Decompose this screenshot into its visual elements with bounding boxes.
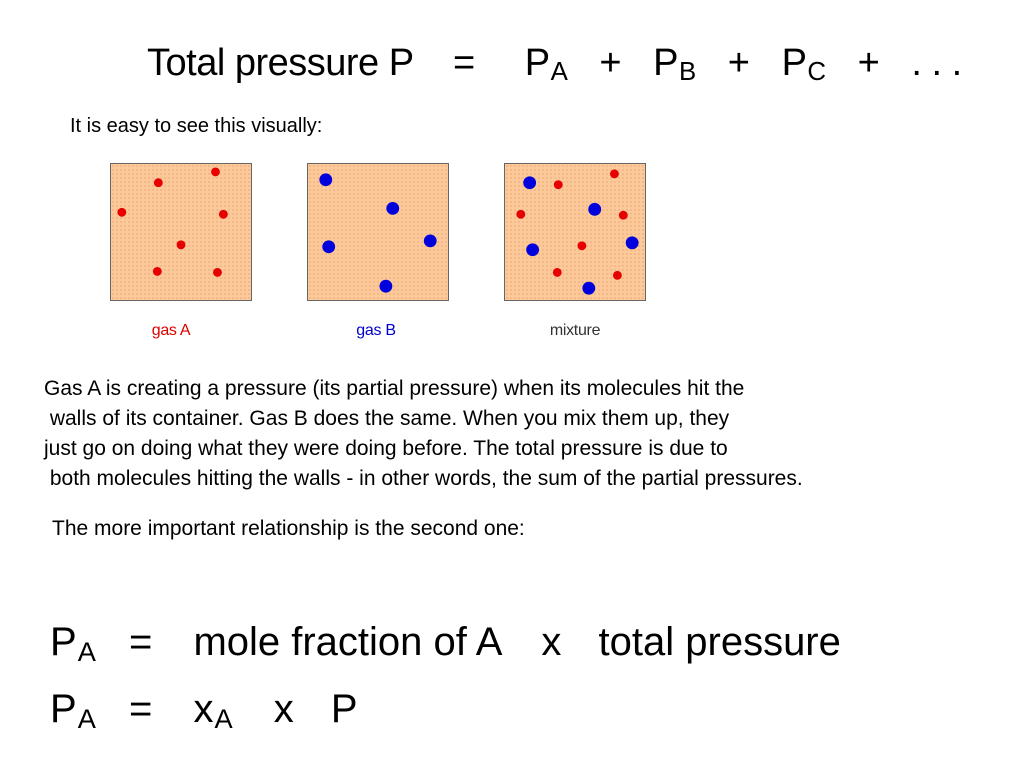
- partial-pressure-formula-words: PA = mole fraction of A x total pressure: [50, 620, 841, 667]
- ellipsis: . . .: [911, 42, 962, 84]
- formula1-times: x: [541, 620, 562, 664]
- formula1-total-pressure: total pressure: [598, 620, 841, 664]
- gas-b-molecule: [423, 234, 437, 248]
- term-pa: PA: [524, 42, 568, 86]
- gas-b-molecule: [322, 240, 336, 254]
- formula2-total-pressure-p: P: [330, 687, 358, 731]
- gas-a-molecule: [218, 209, 228, 219]
- partial-pressure-formula-symbols: PA = xA x P: [50, 687, 358, 734]
- gas-a-molecule: [612, 270, 622, 280]
- relationship-text: The more important relationship is the s…: [52, 517, 525, 540]
- gas-b-molecule: [625, 236, 639, 250]
- intro-text: It is easy to see this visually:: [70, 115, 323, 137]
- formula2-times: x: [273, 687, 294, 731]
- explanation-line: both molecules hitting the walls - in ot…: [44, 467, 803, 490]
- total-pressure-equation: Total pressure P = PA + PB + PC + . . .: [147, 42, 962, 86]
- term-pb: PB: [653, 42, 696, 86]
- explanation-line: just go on doing what they were doing be…: [44, 437, 728, 460]
- gas-a-molecule: [577, 241, 587, 251]
- gas-a-panel: [110, 163, 252, 301]
- formula1-mole-fraction: mole fraction of A: [193, 620, 501, 664]
- total-pressure-label: Total pressure P: [147, 42, 413, 84]
- gas-a-molecule: [213, 267, 222, 277]
- gas-a-molecule: [552, 267, 562, 277]
- gas-b-molecules: [319, 173, 437, 293]
- gas-a-molecule: [152, 266, 162, 276]
- gas-a-molecule: [211, 167, 220, 177]
- formula1-pa: PA: [50, 620, 96, 667]
- explanation-line: Gas A is creating a pressure (its partia…: [44, 377, 745, 400]
- gas-a-molecules: [117, 167, 228, 277]
- explanation-paragraph: Gas A is creating a pressure (its partia…: [44, 374, 803, 494]
- gas-a-molecule: [618, 210, 628, 220]
- gas-b-molecule: [523, 176, 537, 190]
- gas-a-molecule: [117, 207, 127, 217]
- formula2-pa: PA: [50, 687, 96, 734]
- gas-b-caption: gas B: [356, 322, 396, 339]
- mixture-molecules: [516, 169, 639, 295]
- formula2-equals: =: [128, 687, 153, 731]
- gas-a-molecule: [553, 180, 563, 190]
- gas-b-molecule: [379, 279, 393, 293]
- equals-sign: =: [452, 42, 475, 84]
- mixture-panel: [504, 163, 646, 301]
- plus-sign: +: [857, 42, 880, 84]
- gas-a-molecule: [516, 209, 526, 219]
- formula1-equals: =: [128, 620, 153, 664]
- gas-b-molecule: [582, 281, 596, 295]
- plus-sign: +: [599, 42, 622, 84]
- gas-b-molecule: [386, 201, 400, 215]
- formula2-xa: xA: [193, 687, 233, 734]
- explanation-line: walls of its container. Gas B does the s…: [44, 407, 730, 430]
- gas-a-molecule: [609, 169, 619, 179]
- term-pc: PC: [781, 42, 827, 86]
- plus-sign: +: [727, 42, 750, 84]
- mixture-caption: mixture: [549, 322, 601, 339]
- gas-b-molecule: [588, 202, 602, 216]
- gas-b-molecule: [526, 243, 540, 257]
- gas-a-molecule: [153, 178, 163, 188]
- gas-a-molecule: [176, 240, 186, 250]
- gas-b-molecule: [319, 173, 333, 187]
- gas-b-panel: [307, 163, 449, 301]
- gas-a-caption: gas A: [151, 322, 191, 339]
